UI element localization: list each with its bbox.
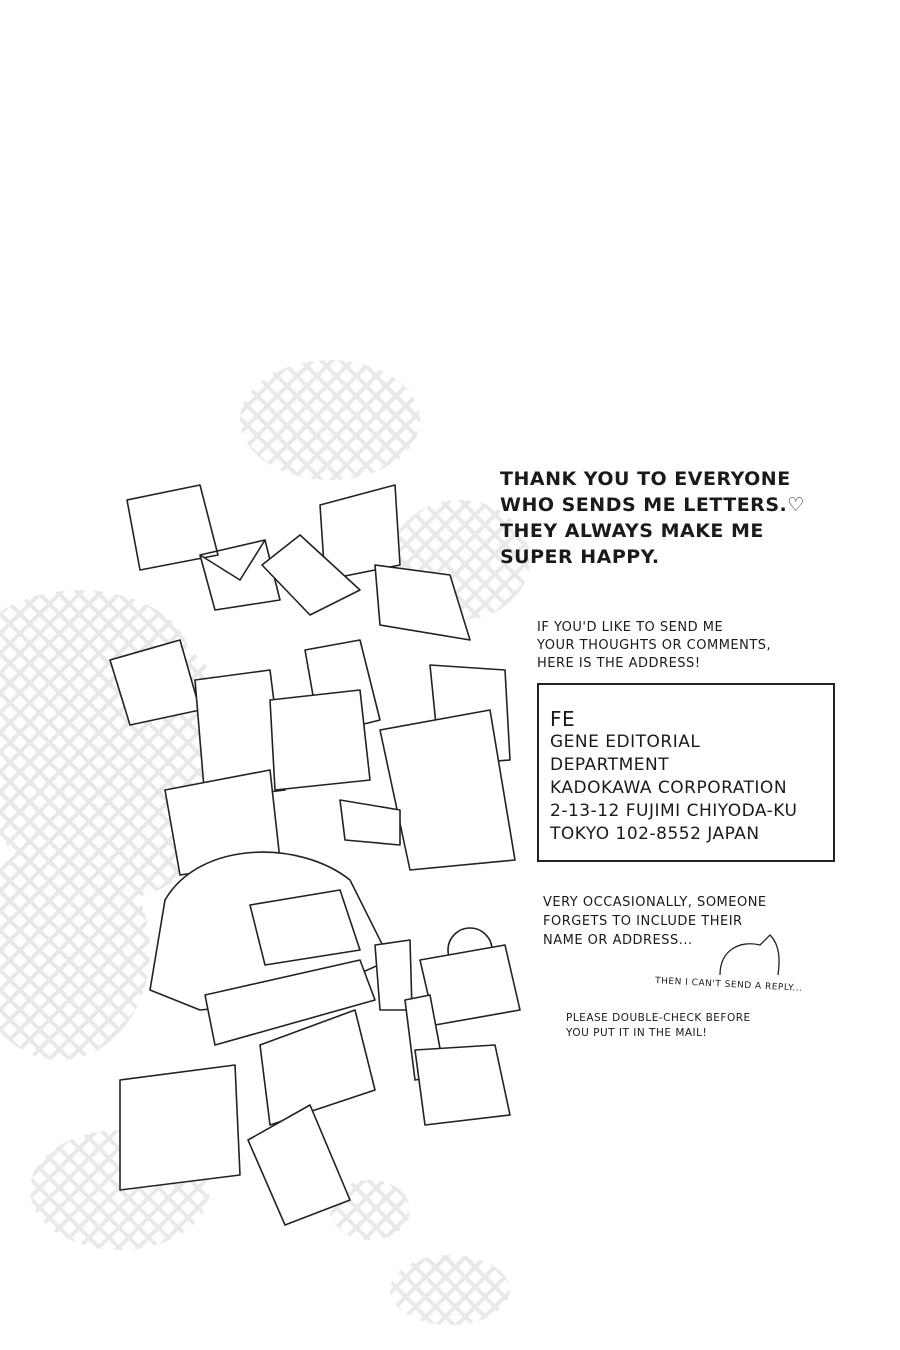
postcard (414, 1044, 511, 1126)
envelope (199, 539, 281, 611)
cat-doodle (719, 934, 780, 976)
envelope (261, 534, 361, 616)
thanks-line: THANK YOU TO EVERYONE (500, 468, 791, 490)
intro-line: IF YOU'D LIKE TO SEND ME (537, 620, 724, 635)
heart-icon: ♡ (787, 494, 805, 516)
address-intro: IF YOU'D LIKE TO SEND ME YOUR THOUGHTS O… (537, 619, 771, 673)
envelope (126, 484, 219, 571)
check-line: YOU PUT IT IN THE MAIL! (566, 1027, 708, 1039)
warning-line: FORGETS TO INCLUDE THEIR (543, 914, 743, 929)
double-check-note: PLEASE DOUBLE-CHECK BEFORE YOU PUT IT IN… (566, 1011, 751, 1041)
thanks-line: THEY ALWAYS MAKE ME (500, 520, 764, 542)
intro-line: HERE IS THE ADDRESS! (537, 656, 701, 671)
address-line: DEPARTMENT (550, 755, 670, 775)
intro-line: YOUR THOUGHTS OR COMMENTS, (537, 638, 772, 653)
thanks-line: SUPER HAPPY. (500, 546, 660, 568)
picture-book (119, 1064, 241, 1191)
long-box (204, 959, 376, 1046)
small-box (339, 799, 401, 846)
warning-line: NAME OR ADDRESS... (543, 933, 693, 948)
collection-box (259, 1009, 376, 1126)
postcard (249, 889, 361, 966)
drawing-board (379, 709, 516, 871)
address-line: 2-13-12 FUJIMI CHIYODA-KU (550, 801, 798, 821)
thanks-message: THANK YOU TO EVERYONE WHO SENDS ME LETTE… (500, 466, 805, 570)
gift-bag (194, 669, 286, 801)
check-line: PLEASE DOUBLE-CHECK BEFORE (566, 1012, 751, 1024)
letters-and-gifts (109, 484, 521, 1226)
envelope (374, 564, 471, 641)
postcard (419, 944, 521, 1026)
address-line: KADOKAWA CORPORATION (550, 778, 788, 798)
photo-card (269, 689, 371, 791)
thanks-line: WHO SENDS ME LETTERS. (500, 494, 788, 516)
mailing-address: FE GENE EDITORIAL DEPARTMENT KADOKAWA CO… (550, 708, 797, 846)
address-line: TOKYO 102-8552 JAPAN (550, 824, 760, 844)
warning-line: VERY OCCASIONALLY, SOMEONE (543, 895, 767, 910)
address-box (537, 683, 835, 862)
envelope (319, 484, 401, 581)
gift-box (247, 1104, 351, 1226)
warning-note: VERY OCCASIONALLY, SOMEONE FORGETS TO IN… (543, 893, 767, 950)
address-line: FE (550, 707, 576, 731)
address-line: GENE EDITORIAL (550, 732, 701, 752)
